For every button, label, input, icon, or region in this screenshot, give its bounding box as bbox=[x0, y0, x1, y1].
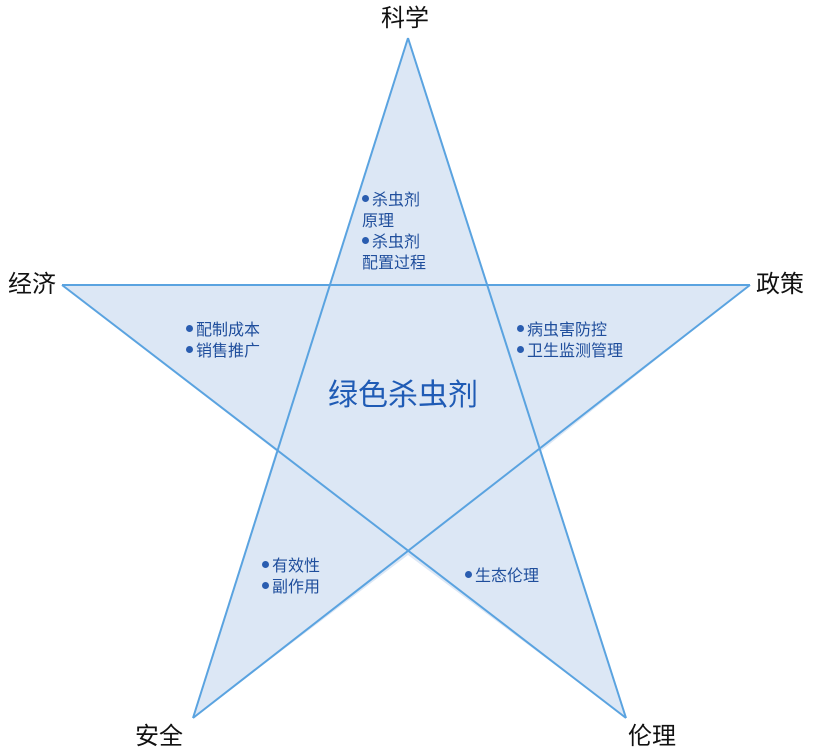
science-item-cont: 配置过程 bbox=[362, 253, 427, 272]
bullet-icon bbox=[362, 237, 369, 244]
safety-item: 有效性 bbox=[262, 555, 320, 576]
bullet-icon bbox=[517, 346, 524, 353]
safety-items: 有效性 副作用 bbox=[262, 555, 320, 597]
ethics-item: 生态伦理 bbox=[465, 565, 539, 586]
bullet-icon bbox=[186, 346, 193, 353]
safety-item: 副作用 bbox=[262, 576, 320, 597]
vertex-label-safety: 安全 bbox=[135, 722, 183, 750]
center-title: 绿色杀虫剂 bbox=[328, 378, 478, 413]
bullet-icon bbox=[186, 325, 193, 332]
policy-item: 病虫害防控 bbox=[517, 319, 623, 340]
policy-item: 卫生监测管理 bbox=[517, 340, 623, 361]
science-item: 杀虫剂 bbox=[362, 231, 426, 252]
vertex-label-policy: 政策 bbox=[756, 270, 804, 298]
economy-item: 销售推广 bbox=[186, 340, 260, 361]
bullet-icon bbox=[465, 571, 472, 578]
policy-items: 病虫害防控 卫生监测管理 bbox=[517, 319, 623, 361]
vertex-label-economy: 经济 bbox=[8, 270, 56, 298]
bullet-icon bbox=[517, 325, 524, 332]
science-item: 杀虫剂 bbox=[362, 189, 426, 210]
economy-items: 配制成本 销售推广 bbox=[186, 319, 260, 361]
star-lines bbox=[61, 37, 751, 719]
science-items: 杀虫剂 原理 杀虫剂 配置过程 bbox=[362, 189, 426, 273]
science-item-cont: 原理 bbox=[362, 211, 395, 230]
ethics-items: 生态伦理 bbox=[465, 565, 539, 586]
bullet-icon bbox=[362, 195, 369, 202]
bullet-icon bbox=[262, 582, 269, 589]
economy-item: 配制成本 bbox=[186, 319, 260, 340]
bullet-icon bbox=[262, 561, 269, 568]
vertex-label-science: 科学 bbox=[381, 4, 429, 32]
star-fill bbox=[62, 38, 750, 718]
vertex-label-ethics: 伦理 bbox=[628, 722, 676, 750]
